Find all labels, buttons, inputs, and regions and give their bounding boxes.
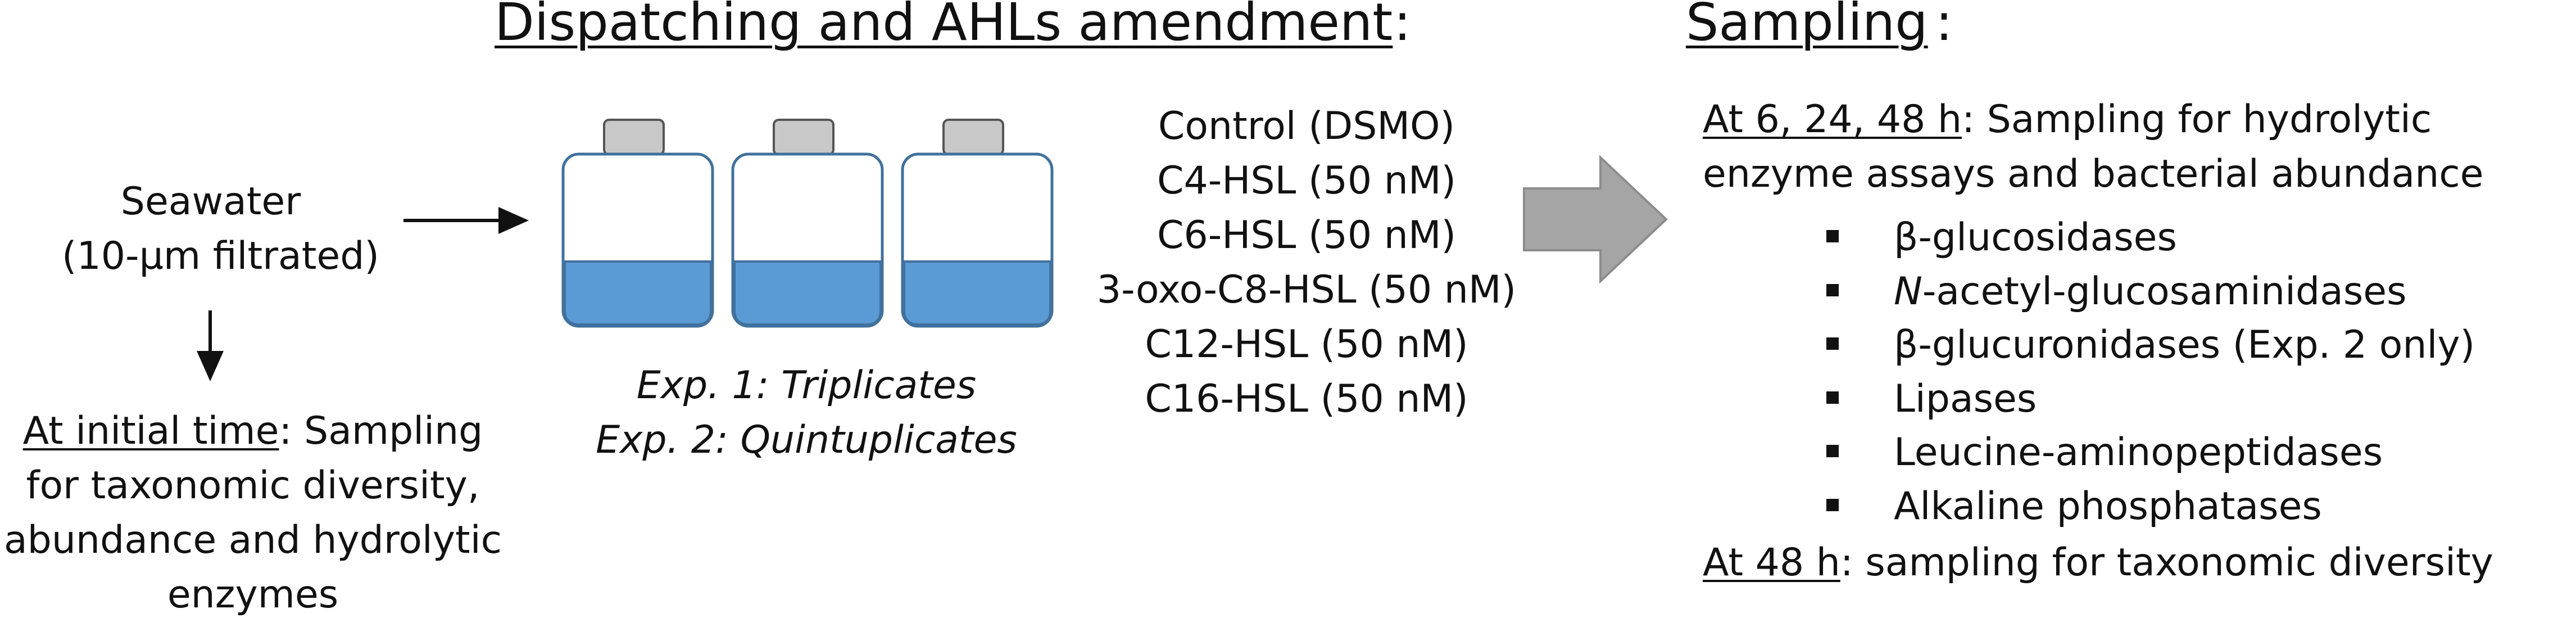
- sampling-time2: At 48 h: sampling for taxonomic diversit…: [1703, 535, 2493, 590]
- experiment-1: Exp. 1: Triplicates: [636, 363, 977, 408]
- dispatching-heading-colon: :: [1394, 0, 1411, 52]
- enzyme-item: Leucine-aminopeptidases: [1826, 426, 2475, 480]
- initial-sampling-line4: enzymes: [167, 573, 339, 617]
- treatment-item: C12-HSL (50 nM): [1145, 322, 1468, 367]
- bullet-icon: [1826, 283, 1839, 296]
- seawater-line2: (10-µm filtrated): [62, 234, 379, 278]
- treatment-item: 3-oxo-C8-HSL (50 nM): [1096, 268, 1517, 312]
- sampling-heading-colon: :: [1935, 0, 1953, 52]
- treatment-item: C6-HSL (50 nM): [1157, 213, 1457, 258]
- enzyme-item: N-acetyl-glucosaminidases: [1826, 265, 2475, 319]
- enzyme-text: Lipases: [1894, 376, 2037, 421]
- enzyme-text: β-glucuronidases (Exp. 2 only): [1894, 323, 2475, 367]
- bottle-3: [901, 119, 1054, 328]
- bottle-liquid: [733, 260, 882, 326]
- enzyme-item: β-glucosidases: [1826, 211, 2475, 265]
- bullet-icon: [1826, 498, 1839, 511]
- enzyme-text: -acetyl-glucosaminidases: [1922, 269, 2407, 314]
- enzyme-text: Alkaline phosphatases: [1894, 484, 2322, 529]
- sampling-heading-text: Sampling: [1686, 0, 1928, 52]
- initial-sampling-line3: abundance and hydrolytic: [4, 518, 502, 562]
- bottle-cap: [773, 119, 835, 156]
- dispatching-heading-text: Dispatching and AHLs amendment: [495, 0, 1393, 52]
- enzyme-text: β-glucosidases: [1894, 215, 2177, 260]
- enzyme-list: β-glucosidases N-acetyl-glucosaminidases…: [1826, 211, 2475, 533]
- bottle-2: [731, 119, 884, 328]
- enzyme-item: Lipases: [1826, 372, 2475, 426]
- sampling-heading: Sampling: [1686, 0, 1928, 52]
- sampling-time1-label: At 6, 24, 48 h: [1703, 97, 1962, 142]
- treatments-list: Control (DSMO) C4-HSL (50 nM) C6-HSL (50…: [1082, 99, 1531, 426]
- initial-sampling-text: At initial time: Sampling for taxonomic …: [0, 404, 506, 622]
- bullet-icon: [1826, 391, 1839, 404]
- dispatching-heading: Dispatching and AHLs amendment: [495, 0, 1393, 52]
- enzyme-item: β-glucuronidases (Exp. 2 only): [1826, 318, 2475, 372]
- bottle-1: [561, 119, 714, 328]
- experiments-note: Exp. 1: Triplicates Exp. 2: Quintuplicat…: [582, 358, 1031, 467]
- seawater-label: Seawater (10-µm filtrated): [62, 174, 379, 283]
- bullet-icon: [1826, 337, 1839, 350]
- sampling-time1-line2: enzyme assays and bacterial abundance: [1703, 152, 2484, 196]
- enzyme-text: Leucine-aminopeptidases: [1894, 430, 2383, 475]
- experiment-2: Exp. 2: Quintuplicates: [596, 418, 1017, 462]
- initial-sampling-line2: for taxonomic diversity,: [26, 463, 480, 508]
- sampling-time2-rest: : sampling for taxonomic diversity: [1840, 540, 2493, 585]
- enzyme-item: Alkaline phosphatases: [1826, 480, 2475, 534]
- bottle-liquid: [903, 260, 1051, 326]
- treatment-item: C16-HSL (50 nM): [1145, 377, 1468, 421]
- initial-time-label: At initial time: [22, 409, 279, 453]
- sampling-time1: At 6, 24, 48 h: Sampling for hydrolytic …: [1703, 92, 2484, 201]
- seawater-line1: Seawater: [120, 179, 301, 224]
- sampling-time2-label: At 48 h: [1703, 540, 1840, 585]
- bullet-icon: [1826, 445, 1839, 457]
- bottle-liquid: [564, 260, 712, 326]
- initial-sampling-line1: At initial time: Sampling: [0, 404, 506, 458]
- bullet-icon: [1826, 230, 1839, 242]
- enzyme-italic-prefix: N: [1894, 269, 1922, 314]
- bottle-cap: [603, 119, 665, 156]
- sampling-time1-line1: At 6, 24, 48 h: Sampling for hydrolytic: [1703, 92, 2484, 147]
- initial-sampling-line1-rest: : Sampling: [279, 409, 483, 453]
- big-arrow: [1523, 155, 1668, 284]
- sampling-time1-line1-rest: : Sampling for hydrolytic: [1962, 97, 2432, 142]
- treatment-item: Control (DSMO): [1158, 104, 1455, 148]
- bottle-cap: [942, 119, 1004, 156]
- treatment-item: C4-HSL (50 nM): [1157, 159, 1457, 203]
